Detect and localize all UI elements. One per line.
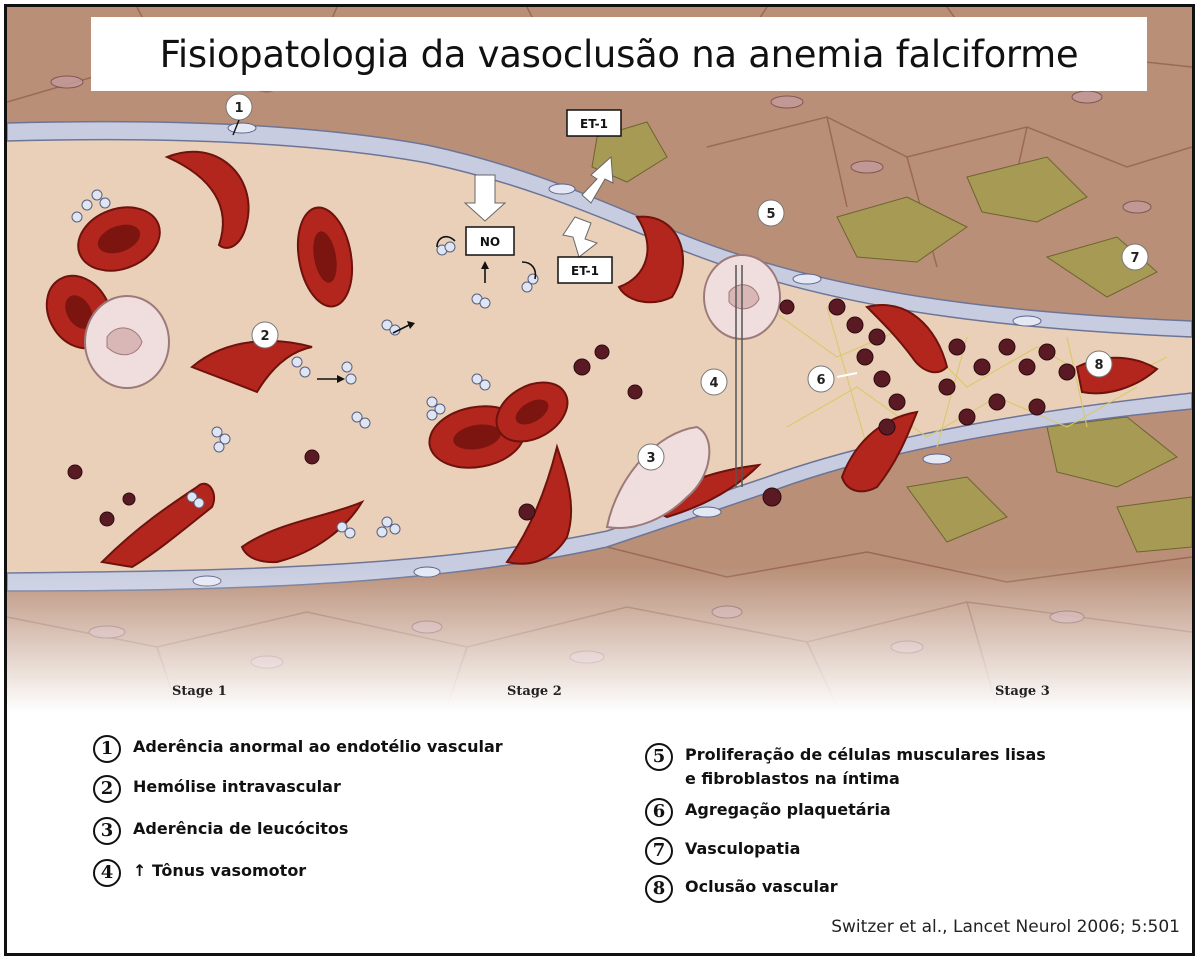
legend-text-5: Proliferação de células musculares lisas	[685, 745, 1046, 764]
citation: Switzer et al., Lancet Neurol 2006; 5:50…	[831, 917, 1180, 937]
legend-number-8: 8	[645, 875, 673, 903]
legend-text-5b: e fibroblastos na íntima	[685, 769, 900, 788]
et1-top-label: ET-1	[580, 117, 608, 131]
svg-text:2: 2	[260, 329, 269, 344]
diagram-frame: ET-1 NO ET-1 1 2 3 4 5	[4, 4, 1195, 956]
legend-text-4: ↑ Tônus vasomotor	[133, 859, 306, 883]
badge-8: 8	[1086, 351, 1112, 377]
legend-number-2: 2	[93, 775, 121, 803]
legend-number-4: 4	[93, 859, 121, 887]
legend-item-6: 6 Agregação plaquetária	[645, 798, 891, 826]
legend-item-5: 5 Proliferação de células musculares lis…	[645, 743, 1046, 791]
stage-label-3: Stage 3	[995, 684, 1050, 699]
badge-5: 5	[758, 200, 784, 226]
legend-number-6: 6	[645, 798, 673, 826]
svg-text:1: 1	[234, 101, 243, 116]
legend-number-1: 1	[93, 735, 121, 763]
legend-number-3: 3	[93, 817, 121, 845]
svg-text:6: 6	[816, 373, 825, 388]
badge-4: 4	[701, 369, 727, 395]
stage-label-2: Stage 2	[507, 684, 562, 699]
svg-text:3: 3	[646, 451, 655, 466]
legend-number-7: 7	[645, 837, 673, 865]
legend-item-7: 7 Vasculopatia	[645, 837, 800, 865]
legend-item-3: 3 Aderência de leucócitos	[93, 817, 348, 845]
legend-item-2: 2 Hemólise intravascular	[93, 775, 341, 803]
legend-text-3: Aderência de leucócitos	[133, 817, 348, 841]
legend-text-6: Agregação plaquetária	[685, 798, 891, 822]
svg-text:7: 7	[1130, 251, 1139, 266]
page-title: Fisiopatologia da vasoclusão na anemia f…	[160, 33, 1079, 76]
svg-text:8: 8	[1094, 358, 1103, 373]
legend-item-4: 4 ↑ Tônus vasomotor	[93, 859, 306, 887]
badge-7: 7	[1122, 244, 1148, 270]
title-box: Fisiopatologia da vasoclusão na anemia f…	[91, 17, 1147, 91]
legend-item-1: 1 Aderência anormal ao endotélio vascula…	[93, 735, 503, 763]
legend-number-5: 5	[645, 743, 673, 771]
svg-text:5: 5	[766, 207, 775, 222]
stage-label-1: Stage 1	[172, 684, 227, 699]
legend-text-2: Hemólise intravascular	[133, 775, 341, 799]
legend-text-7: Vasculopatia	[685, 837, 800, 861]
legend-text-1: Aderência anormal ao endotélio vascular	[133, 735, 503, 759]
no-label: NO	[480, 235, 500, 249]
vessel-illustration: ET-1 NO ET-1 1 2 3 4 5	[7, 7, 1192, 712]
legend-text-8: Oclusão vascular	[685, 875, 838, 899]
badge-3: 3	[638, 444, 664, 470]
legend-item-8: 8 Oclusão vascular	[645, 875, 838, 903]
et1-top-box: ET-1	[567, 110, 621, 136]
badge-2: 2	[252, 322, 278, 348]
no-box: NO	[466, 227, 514, 255]
et1-bottom-box: ET-1	[558, 257, 612, 283]
et1-bottom-label: ET-1	[571, 264, 599, 278]
svg-text:4: 4	[709, 376, 718, 391]
